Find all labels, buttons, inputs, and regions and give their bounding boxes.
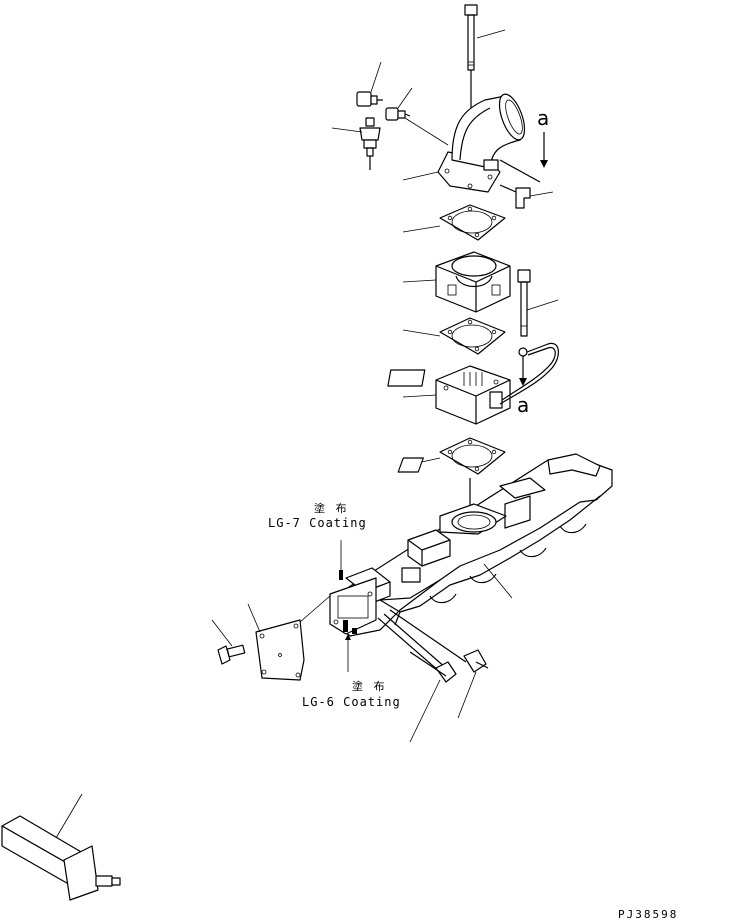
coating-mark-upper (339, 570, 343, 580)
sensor-connector-2 (385, 107, 411, 121)
spacer-block (435, 251, 511, 313)
elbow-fitting (499, 184, 531, 209)
leader-line (404, 117, 449, 146)
intake-manifold (335, 453, 613, 637)
leader-line (483, 563, 513, 599)
leader-line (402, 225, 441, 233)
gasket-2 (439, 317, 506, 355)
leader-line (247, 603, 261, 633)
drawing-code: PJ38598 (618, 908, 678, 921)
coating-label-lower: LG-6 Coating (302, 695, 401, 709)
leader-line (402, 171, 439, 181)
leader-line (476, 29, 506, 39)
leader-line (457, 671, 477, 719)
side-cover-plate (255, 619, 305, 681)
leader-line (402, 394, 437, 398)
ref-mark-upper: a (537, 106, 549, 130)
long-bolt-lower-2 (389, 609, 489, 673)
small-bolt-left (217, 644, 246, 665)
coating-label-lower-jp: 塗 布 (352, 679, 387, 693)
temperature-sensor (359, 117, 381, 170)
bolt-right (517, 269, 531, 337)
leader-line (331, 127, 363, 133)
elbow-outlet (437, 93, 526, 193)
coating-label-upper-jp: 塗 布 (314, 501, 349, 515)
leader-line (402, 279, 437, 283)
leader-line (55, 793, 83, 839)
leader-line (402, 329, 441, 337)
leader-line (409, 679, 441, 743)
cover-plate (329, 577, 377, 635)
leader-line (397, 87, 413, 109)
sensor-connector-1 (356, 91, 383, 107)
coating-arrowhead-lower (345, 634, 351, 640)
gasket-3 (439, 437, 506, 475)
coating-label-upper: LG-7 Coating (268, 516, 367, 530)
ref-arrowhead-lower (519, 378, 527, 386)
leader-line (526, 299, 559, 311)
assembly-line (299, 595, 331, 623)
long-bolt-lower (377, 613, 457, 683)
pipe-line (499, 159, 541, 183)
leader-line (529, 191, 554, 197)
leader-line (211, 619, 233, 647)
tool-socket (1, 815, 121, 901)
heater-housing (387, 365, 511, 425)
gasket-1 (439, 204, 506, 241)
ref-arrowhead-upper (540, 160, 548, 168)
leader-line (370, 61, 382, 93)
ref-mark-lower: a (517, 393, 529, 417)
